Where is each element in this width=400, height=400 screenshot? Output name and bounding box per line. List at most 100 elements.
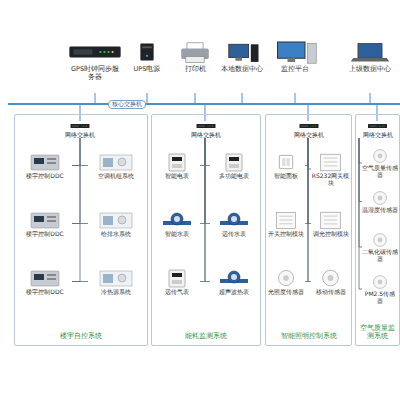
connector [72,165,88,166]
panel-title: 楼宇自控系统 [17,332,145,340]
subsystem-panel: 智能照明控制系统网络交换机智能面板 RS232网关模块开关控制模块调光控制模块光照… [265,114,352,346]
connector [72,138,80,166]
device-icon [18,210,72,230]
device-label: 调光控制模块 [311,230,350,237]
device-label: UPS电源 [128,66,166,74]
device-label: 多功能电表 [210,172,258,179]
connector [305,138,308,224]
device-icon [362,232,398,248]
device-icon [154,268,200,288]
device-icon [210,268,258,288]
device-node: 开关控制模块 [267,210,305,237]
device-node: 楼宇控制DDC [18,268,72,295]
device-node: 网络交换机 [50,121,110,138]
connector [200,138,205,282]
connector [205,138,210,224]
device-node: 打印机 [172,38,218,74]
device-node: 网络交换机 [176,121,236,138]
connector [359,138,362,247]
connector [359,138,362,163]
device-icon [346,38,394,66]
device-node: 智能面板 [267,152,305,179]
device-label: 上级数据中心 [346,66,394,74]
device-icon [311,210,350,230]
connector [72,223,88,224]
device-icon [88,210,144,230]
connector [200,138,205,166]
device-label: 空调机组系统 [88,172,144,179]
device-label: 超声波热表 [210,288,258,295]
device-node: 光照度传感器 [267,268,305,295]
device-node: 空气质量传感器 [362,148,398,178]
device-node: 多功能电表 [210,152,258,179]
device-icon [267,210,305,230]
device-node: 网络交换机 [357,121,398,138]
device-icon [68,38,122,66]
device-icon [270,38,320,66]
device-icon [210,152,258,172]
device-node: 冷热源系统 [88,268,144,295]
device-node: 温湿度传感器 [362,190,398,213]
device-node: RS232网关模块 [311,152,350,186]
device-node: 超声波热表 [210,268,258,295]
device-label: 移动传感器 [311,288,350,295]
device-label: 远传水表 [210,230,258,237]
device-label: 网络交换机 [357,131,398,138]
device-label: 网络交换机 [282,131,336,138]
device-label: 智能水表 [154,230,200,237]
device-icon [362,190,398,206]
device-node: PM2.5传感器 [362,274,398,304]
device-icon [172,38,218,66]
device-label: 楼宇控制DDC [18,288,72,295]
connector [308,138,311,224]
panel-title: 空气质量监测系统 [358,324,397,340]
device-node: 网络交换机 [282,121,336,138]
connector [72,138,80,282]
device-label: 楼宇控制DDC [18,230,72,237]
device-icon [220,38,264,66]
device-label: 光照度传感器 [267,288,305,295]
device-node: 空调机组系统 [88,152,144,179]
device-icon [176,121,236,131]
device-node: 调光控制模块 [311,210,350,237]
device-label: 智能电表 [154,172,200,179]
connector [359,138,362,202]
subsystem-panel: 能耗监测系统网络交换机智能电表多功能电表智能水表远传水表远传气表超声波热表 [151,114,261,346]
device-label: 网络交换机 [176,131,236,138]
device-node: 智能水表 [154,210,200,237]
device-icon [154,152,200,172]
device-node: 监控平台 [270,38,320,74]
device-label: 楼宇控制DDC [18,172,72,179]
connector [205,138,210,166]
device-node: 智能电表 [154,152,200,179]
subsystem-panel: 空气质量监测系统 网络交换机空气质量传感器温湿度传感器二氧化碳传感器 PM2.5传感… [355,114,400,346]
device-icon [362,274,398,290]
device-label: 监控平台 [270,66,320,74]
connector [205,138,210,282]
device-icon [50,121,110,131]
connector [308,138,311,282]
device-icon [311,152,350,172]
device-node: 给排水系统 [88,210,144,237]
device-node: 远传水表 [210,210,258,237]
panel-title: 智能照明控制系统 [268,332,349,340]
device-icon [88,152,144,172]
subsystem-panel: 楼宇自控系统网络交换机楼宇控制DDC空调机组系统楼宇控制DDC给排水系统楼宇控制… [14,114,148,346]
device-node: GPS时钟同步服务器 [68,38,122,81]
device-label: 冷热源系统 [88,288,144,295]
device-label: 智能面板 [267,172,305,179]
device-node: 二氧化碳传感器 [362,232,398,262]
connector [305,138,308,282]
device-label: 本地数据中心 [220,66,264,74]
device-label: 网络交换机 [50,131,110,138]
device-icon [154,210,200,230]
device-node: 楼宇控制DDC [18,210,72,237]
panel-title: 能耗监测系统 [154,332,258,340]
device-icon [267,152,305,172]
device-node: 上级数据中心 [346,38,394,74]
device-node: 楼宇控制DDC [18,152,72,179]
device-icon [362,148,398,164]
device-icon [282,121,336,131]
device-icon [210,210,258,230]
